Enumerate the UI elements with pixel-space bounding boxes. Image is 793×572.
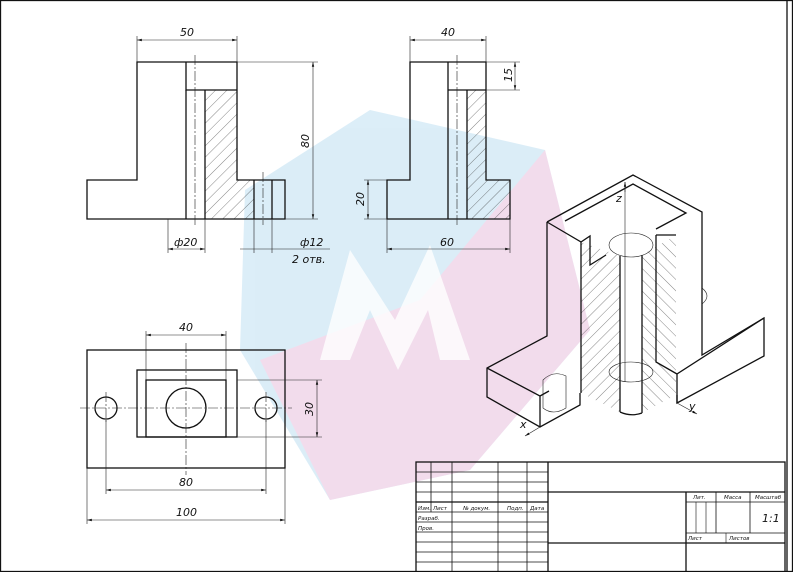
dim-40-side: 40: [441, 26, 455, 39]
row-developer: Разраб.: [418, 516, 440, 522]
scale-value: 1:1: [762, 512, 780, 525]
dim-80: 80: [299, 134, 312, 148]
header-izm: Изм.: [418, 506, 431, 512]
axis-y-label: y: [688, 400, 696, 413]
watermark-logo: [240, 110, 590, 500]
axis-x-label: x: [519, 418, 527, 431]
dim-60: 60: [440, 236, 454, 249]
header-sign: Подп.: [507, 506, 524, 512]
header-doc: № докум.: [462, 506, 490, 512]
label-lit: Лит.: [692, 495, 706, 501]
dim-80-top: 80: [179, 476, 193, 489]
dim-50: 50: [180, 26, 194, 39]
row-checker: Пров.: [418, 526, 434, 532]
top-view: [80, 331, 322, 524]
dim-100: 100: [176, 506, 197, 519]
header-date: Дата: [529, 506, 545, 512]
axis-z-label: z: [615, 192, 622, 205]
header-list: Лист: [432, 506, 448, 512]
front-view: [86, 36, 330, 253]
label-sheet: Лист: [687, 536, 703, 542]
isometric-view: [486, 174, 765, 437]
label-sheets: Листов: [728, 536, 750, 542]
title-block: [415, 461, 786, 572]
label-scale: Масштаб: [755, 495, 782, 501]
dim-30: 30: [303, 402, 316, 416]
side-view: [364, 36, 520, 253]
dim-20: 20: [354, 192, 367, 206]
dim-bore: ф20: [174, 236, 197, 249]
dim-15: 15: [502, 68, 515, 82]
dim-hole: ф12: [300, 236, 323, 249]
dim-40-top: 40: [179, 321, 193, 334]
label-mass: Масса: [724, 495, 742, 501]
dim-hole-count: 2 отв.: [292, 253, 326, 266]
